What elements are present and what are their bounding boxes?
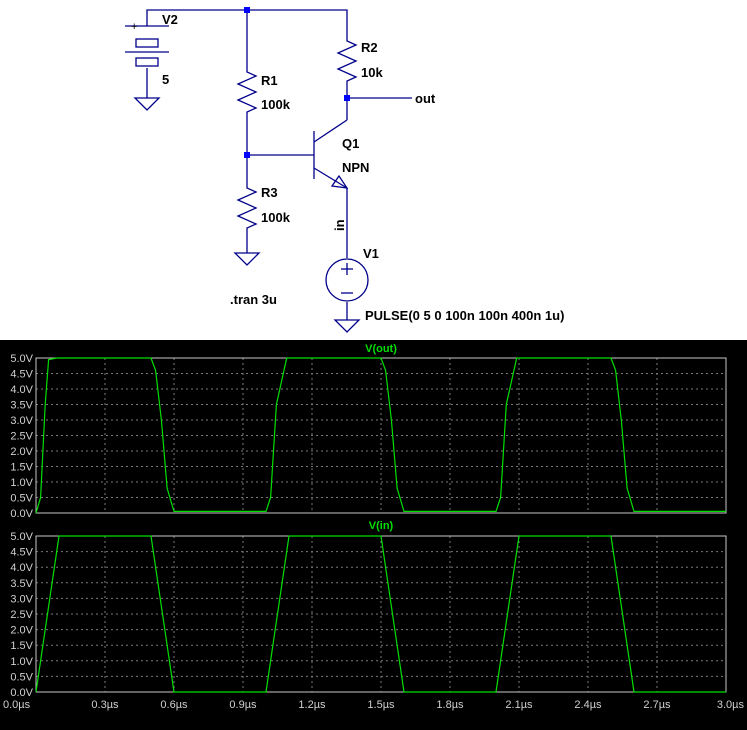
resistor-r2-name: R2 xyxy=(361,40,378,55)
plot-pane-vout[interactable]: V(out) 0.0V 0.5V 1.0V 1.5V 2.0V 2.5V 3.0V 3.5V 4.… xyxy=(10,343,727,520)
net-label-in[interactable]: in xyxy=(332,219,347,231)
resistor-r3-name: R3 xyxy=(261,185,278,200)
ground-icon xyxy=(133,97,161,111)
y-tick-label: 4.0V xyxy=(10,562,33,574)
junction-dot xyxy=(344,95,350,101)
y-tick-label: 0.5V xyxy=(10,671,33,683)
battery-v2-symbol[interactable] xyxy=(125,25,169,67)
resistor-r1-value: 100k xyxy=(261,97,291,112)
spice-directive[interactable]: .tran 3u xyxy=(230,292,277,307)
ground-icon xyxy=(233,252,261,266)
y-tick-label: 5.0V xyxy=(10,531,33,543)
y-tick-label: 3.5V xyxy=(10,400,33,412)
wires xyxy=(146,9,412,320)
plot-pane-vin[interactable]: V(in) 0.0V 0.5V 1.0V 1.5V 2.0V 2.5V 3.0V 3.5V 4.0… xyxy=(3,520,744,711)
x-tick-label: 0.9µs xyxy=(229,699,257,711)
schematic-canvas[interactable]: + V2 5 R1 100k R2 10k R3 100k Q1 NPN xyxy=(0,0,747,340)
y-tick-label: 2.0V xyxy=(10,446,33,458)
battery-v2-name: V2 xyxy=(162,12,178,27)
y-tick-label: 0.5V xyxy=(10,493,33,505)
y-tick-label: 0.0V xyxy=(10,508,33,520)
x-tick-label: 2.1µs xyxy=(505,699,533,711)
y-tick-label: 1.0V xyxy=(10,477,33,489)
y-tick-label: 3.5V xyxy=(10,578,33,590)
x-tick-label: 1.2µs xyxy=(298,699,326,711)
resistor-r3-value: 100k xyxy=(261,210,291,225)
plot-title[interactable]: V(out) xyxy=(365,343,397,355)
junction-dot xyxy=(244,7,250,13)
resistors xyxy=(236,37,358,236)
x-tick-label: 1.5µs xyxy=(367,699,395,711)
plot-title[interactable]: V(in) xyxy=(369,520,394,532)
y-tick-label: 3.0V xyxy=(10,593,33,605)
y-tick-label: 2.5V xyxy=(10,609,33,621)
y-tick-label: 4.0V xyxy=(10,384,33,396)
resistor-r3-symbol[interactable] xyxy=(236,184,258,236)
y-tick-label: 4.5V xyxy=(10,547,33,559)
y-tick-label: 5.0V xyxy=(10,353,33,365)
y-tick-label: 1.5V xyxy=(10,640,33,652)
source-v1-value: PULSE(0 5 0 100n 100n 400n 1u) xyxy=(365,308,564,323)
junctions xyxy=(244,7,350,158)
y-tick-label: 2.0V xyxy=(10,625,33,637)
source-v1-name: V1 xyxy=(363,246,379,261)
y-tick-label: 3.0V xyxy=(10,415,33,427)
battery-v2-value: 5 xyxy=(162,72,169,87)
waveform-trace[interactable] xyxy=(35,357,726,514)
resistor-r2-symbol[interactable] xyxy=(336,37,358,86)
x-tick-label: 2.4µs xyxy=(574,699,602,711)
resistor-r2-value: 10k xyxy=(361,65,383,80)
waveform-viewer[interactable]: V(out) 0.0V 0.5V 1.0V 1.5V 2.0V 2.5V 3.0V 3.5V 4.… xyxy=(0,340,747,730)
x-tick-label: 3.0µs xyxy=(717,699,745,711)
ground-symbols xyxy=(133,97,361,333)
y-tick-label: 0.0V xyxy=(10,687,33,699)
resistor-r1-symbol[interactable] xyxy=(236,68,258,120)
ground-icon xyxy=(333,319,361,333)
y-tick-label: 4.5V xyxy=(10,369,33,381)
resistor-r1-name: R1 xyxy=(261,73,278,88)
junction-dot xyxy=(244,152,250,158)
net-label-out[interactable]: out xyxy=(415,91,436,106)
emitter-arrow-icon xyxy=(330,174,349,189)
y-tick-label: 2.5V xyxy=(10,431,33,443)
transistor-q1-symbol[interactable] xyxy=(313,119,349,189)
x-tick-label: 0.6µs xyxy=(160,699,188,711)
transistor-q1-type: NPN xyxy=(342,160,369,175)
x-tick-label: 0.3µs xyxy=(91,699,119,711)
y-tick-label: 1.0V xyxy=(10,656,33,668)
source-v1-symbol[interactable] xyxy=(325,258,369,302)
transistor-q1-name: Q1 xyxy=(342,136,359,151)
x-tick-label: 2.7µs xyxy=(643,699,671,711)
battery-v2-plus: + xyxy=(131,21,137,33)
x-tick-label: 1.8µs xyxy=(436,699,464,711)
y-tick-label: 1.5V xyxy=(10,462,33,474)
x-tick-label: 0.0µs xyxy=(3,699,31,711)
waveform-trace[interactable] xyxy=(35,535,726,693)
